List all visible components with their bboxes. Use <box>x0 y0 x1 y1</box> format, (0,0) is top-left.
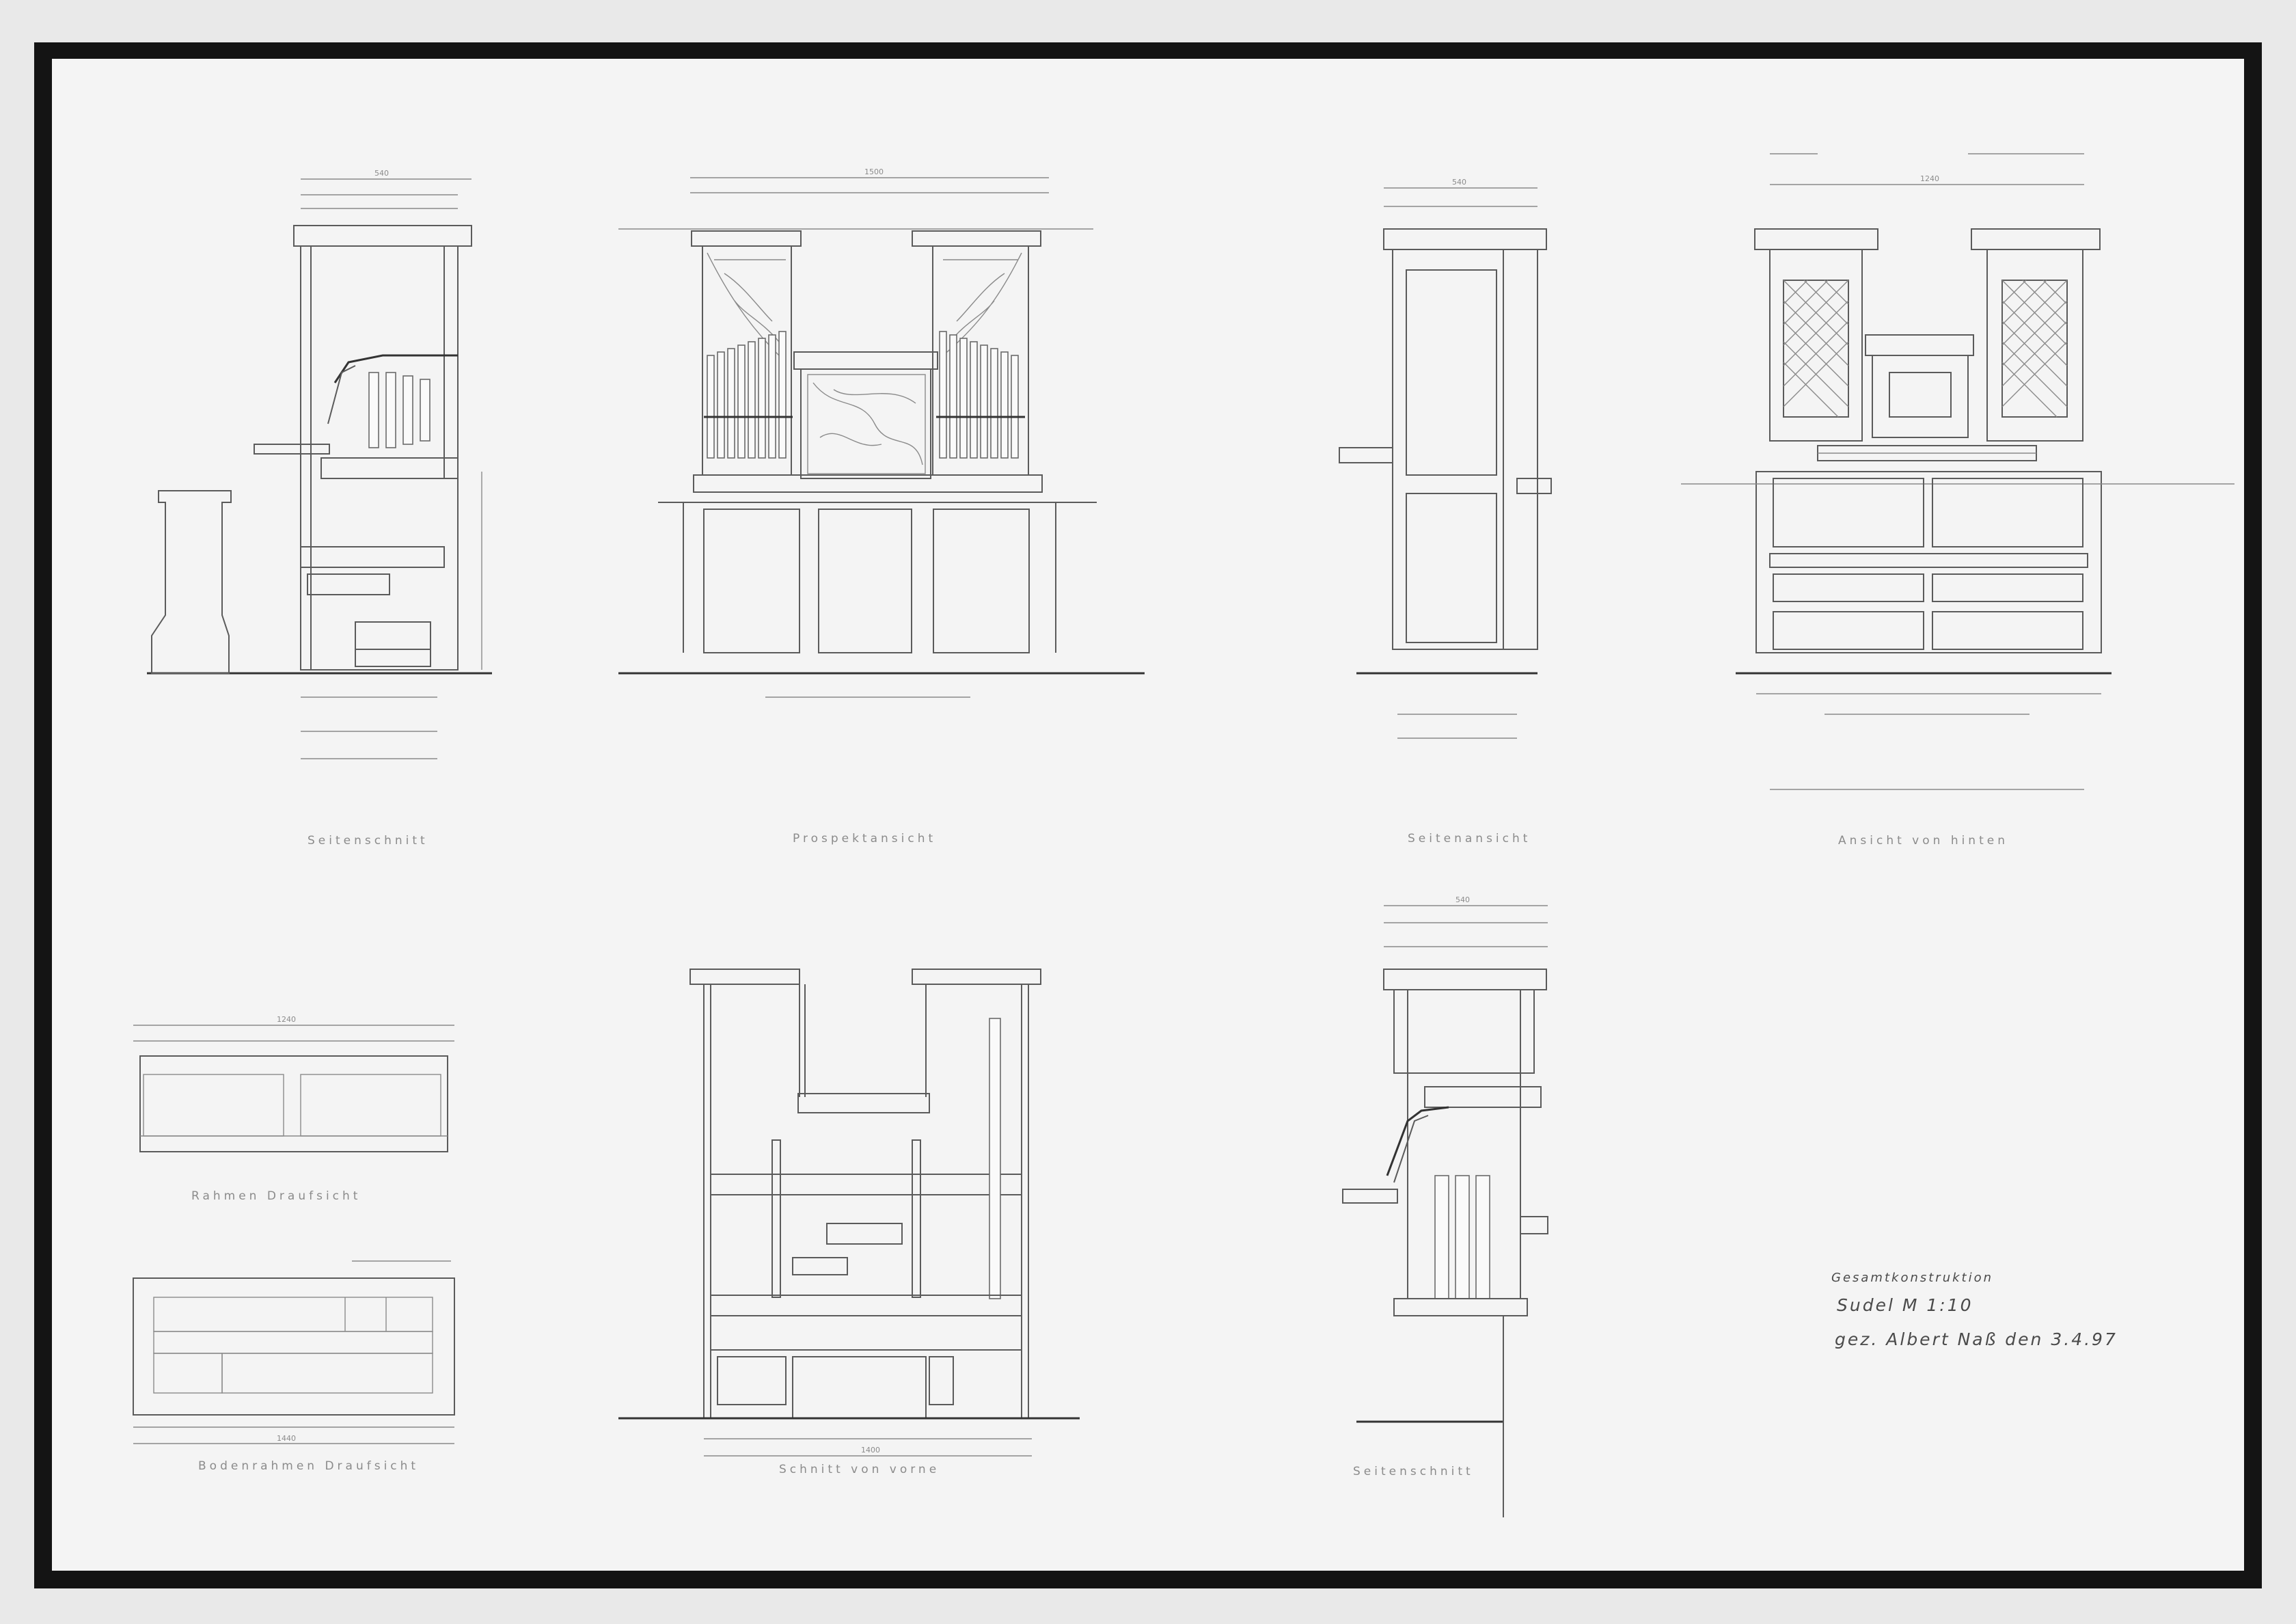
caption-prospektansicht: Prospektansicht <box>793 832 936 845</box>
view-bodenrahmen-draufsicht: 1440 Bodenrahmen Draufsicht <box>133 1260 455 1473</box>
dim-schnitt-bottom: 1400 <box>861 1446 880 1454</box>
dim-hinten-top: 1240 <box>1920 174 1939 183</box>
view-seitenschnitt-2: 540 Seitenschnitt <box>1342 895 1548 1517</box>
dim-bodenrahmen-bottom: 1440 <box>277 1434 296 1443</box>
title-line-3: gez. Albert Naß den 3.4.97 <box>1835 1329 2118 1349</box>
caption-rahmen-draufsicht: Rahmen Draufsicht <box>191 1189 361 1203</box>
view-seitenansicht: 540 Seitenansicht <box>1339 178 1552 845</box>
view-ansicht-hinten: 1240 <box>1681 153 2234 848</box>
drawing-sheet <box>52 59 2244 1571</box>
view-prospektansicht: 1500 <box>618 167 1145 845</box>
view-seitenschnitt: 540 <box>147 169 492 848</box>
dim-seitenschnitt-top: 540 <box>374 169 389 178</box>
dim-seitenansicht-top: 540 <box>1452 178 1466 187</box>
pipes-left <box>704 331 793 459</box>
caption-schnitt-vorne: Schnitt von vorne <box>779 1463 940 1476</box>
caption-seitenansicht: Seitenansicht <box>1408 832 1531 845</box>
dim-prospekt-top: 1500 <box>864 167 884 176</box>
lattice-right <box>2001 280 2068 418</box>
caption-seitenschnitt: Seitenschnitt <box>308 834 428 848</box>
lattice-left <box>1783 280 1849 418</box>
pipes-right <box>936 331 1025 459</box>
dim-rahmen-top: 1240 <box>277 1015 296 1024</box>
title-block: Gesamtkonstruktion Sudel M 1:10 gez. Alb… <box>1831 1271 2118 1349</box>
caption-bodenrahmen-draufsicht: Bodenrahmen Draufsicht <box>198 1459 419 1473</box>
title-line-1: Gesamtkonstruktion <box>1831 1271 1993 1285</box>
view-schnitt-vorne: 1400 Schnitt von vorne <box>618 969 1080 1476</box>
caption-seitenschnitt-2: Seitenschnitt <box>1353 1465 1474 1478</box>
caption-ansicht-hinten: Ansicht von hinten <box>1838 834 2008 848</box>
dim-seitenschnitt2-top: 540 <box>1456 895 1470 904</box>
view-rahmen-draufsicht: 1240 Rahmen Draufsicht <box>133 1015 454 1203</box>
title-line-2: Sudel M 1:10 <box>1837 1295 1973 1315</box>
